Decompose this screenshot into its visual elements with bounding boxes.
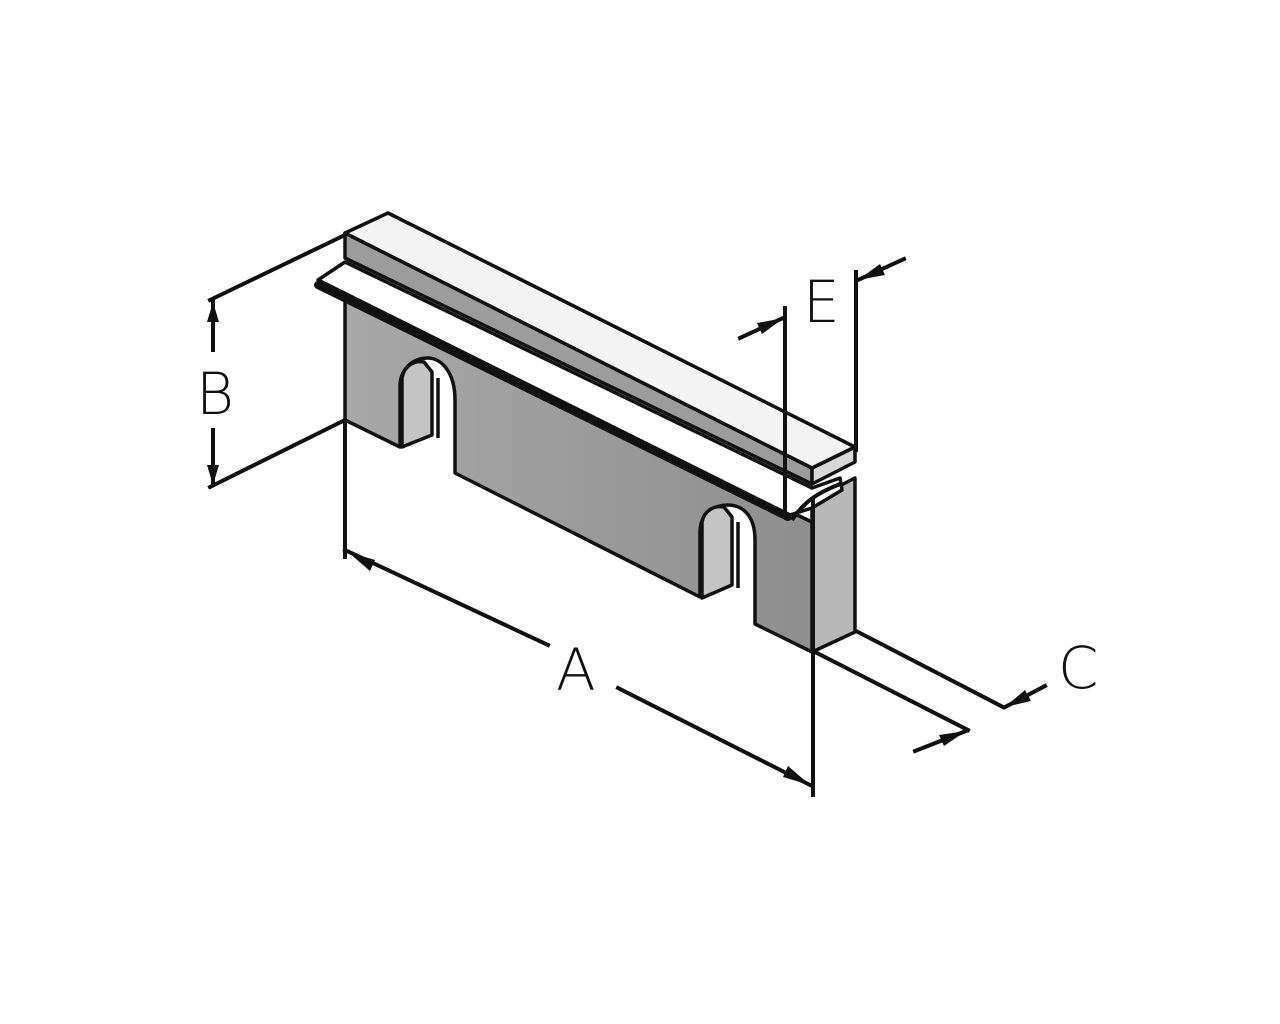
ledge-top — [316, 260, 844, 517]
label-b: B — [196, 360, 234, 428]
arrow-right-icon — [757, 318, 784, 334]
arrow-down-icon — [207, 465, 219, 485]
label-e: E — [803, 268, 840, 336]
part-body — [343, 298, 857, 654]
ledge-edge — [314, 281, 792, 521]
dimension-a: A — [342, 418, 815, 797]
arrow-right-icon — [783, 766, 810, 785]
arrow-left-icon — [348, 552, 375, 571]
arrow-left-icon — [858, 264, 885, 280]
dimension-b: B — [196, 232, 348, 490]
label-a: A — [556, 636, 596, 704]
ledge — [314, 260, 844, 522]
arrow-up-icon — [207, 302, 219, 322]
arrow-right-icon — [939, 731, 966, 746]
dimension-e: E — [737, 256, 907, 512]
ledge-end-curve — [790, 482, 841, 522]
dimension-c: C — [812, 629, 1099, 754]
arrow-left-icon — [1005, 690, 1031, 707]
left-post — [400, 359, 434, 449]
label-c: C — [1058, 634, 1099, 702]
right-post — [700, 504, 734, 600]
